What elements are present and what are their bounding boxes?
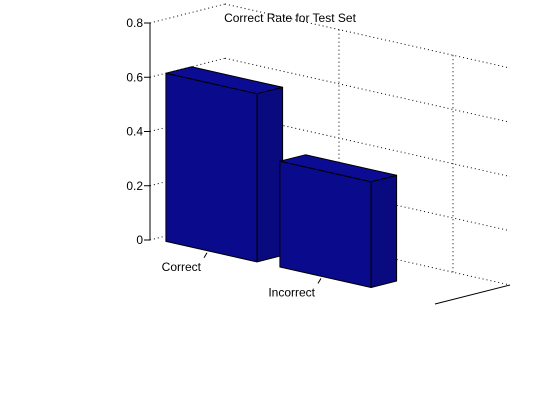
x-tick-mark — [317, 278, 322, 284]
side-wall-gridline — [149, 57, 226, 78]
z-tick-label: 0.2 — [126, 179, 143, 193]
bar-front-face — [165, 72, 258, 263]
bar-top-face — [279, 154, 398, 183]
back-wall-gridline — [224, 3, 511, 69]
depth-axis-line — [434, 284, 511, 305]
z-tick-label: 0.4 — [126, 125, 143, 139]
side-wall-gridline — [149, 3, 226, 24]
back-wall-gridline — [224, 57, 511, 123]
bar-top-face — [165, 66, 284, 95]
bar-front-face — [279, 160, 372, 288]
chart-bars — [165, 66, 398, 288]
x-tick-label: Incorrect — [268, 285, 315, 299]
chart-title: Correct Rate for Test Set — [224, 11, 356, 25]
z-tick-label: 0.6 — [126, 70, 143, 84]
bar-side-face — [370, 174, 398, 288]
x-tick-mark — [203, 252, 208, 259]
bar-side-face — [256, 86, 284, 263]
x-tick-label: Correct — [162, 260, 202, 274]
z-tick-label: 0 — [136, 233, 143, 247]
bar-incorrect — [279, 154, 398, 288]
bar-correct — [165, 66, 284, 263]
z-tick-label: 0.8 — [126, 16, 143, 30]
